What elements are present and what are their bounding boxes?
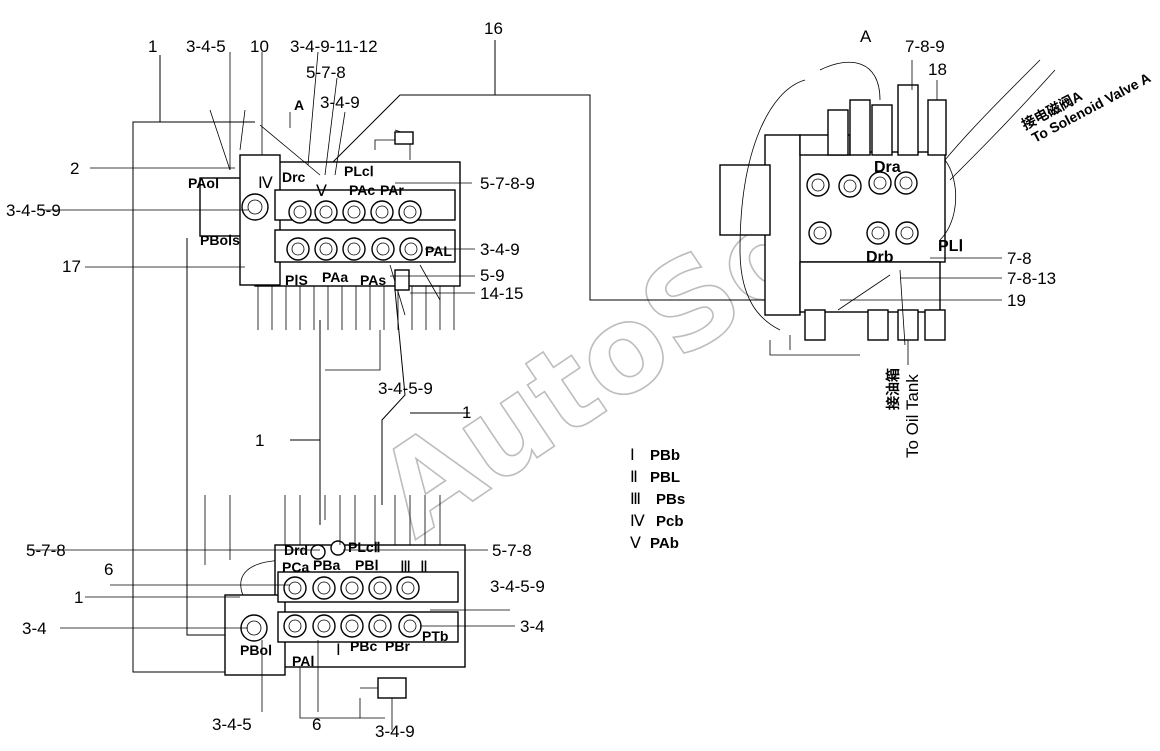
callout-7-8-9: 7-8-9 — [905, 37, 945, 56]
callout-3-4-left: 3-4 — [22, 619, 47, 638]
oil-tank-label-en: To Oil Tank — [903, 374, 922, 458]
callout-3-4-5-9-left: 3-4-5-9 — [6, 201, 61, 220]
legend-numeral-4: Ⅳ — [630, 513, 645, 530]
port-pbr: PBr — [385, 638, 410, 654]
leader-lines — [30, 51, 1002, 712]
port-pis: PⅠS — [285, 272, 308, 288]
port-v-top: Ⅴ — [316, 183, 327, 200]
callout-3-4-9-bottom: 3-4-9 — [375, 722, 415, 741]
port-par: PAr — [380, 182, 404, 198]
callout-1-low: 1 — [74, 588, 83, 607]
callout-2: 2 — [70, 159, 79, 178]
oil-tank-label-cn: 接油箱 — [885, 368, 901, 410]
callout-1-top: 1 — [148, 37, 157, 56]
port-paa: PAa — [322, 269, 348, 285]
callout-5-7-8-low-left: 5-7-8 — [26, 541, 66, 560]
port-pal: PAL — [425, 243, 452, 259]
port-pli: PLⅠ — [938, 238, 963, 255]
port-plcii: PLcⅡ — [348, 539, 381, 555]
callout-3-4-5-9-low: 3-4-5-9 — [490, 577, 545, 596]
port-pboi: PBoⅠ — [240, 642, 272, 658]
legend-label-2: PBL — [650, 469, 680, 486]
callout-14-15: 14-15 — [480, 284, 523, 303]
main-control-valve-view-a — [719, 59, 1056, 365]
port-dra: Dra — [874, 159, 901, 176]
callout-3-4-9-top: 3-4-9 — [320, 93, 360, 112]
port-i-low: Ⅰ — [336, 642, 341, 659]
callout-5-7-8-9: 5-7-8-9 — [480, 174, 535, 193]
legend-numeral-1: Ⅰ — [630, 447, 635, 464]
port-plci: PLcⅠ — [344, 163, 374, 179]
legend-numeral-2: Ⅱ — [630, 469, 638, 486]
callout-3-4-5-top: 3-4-5 — [186, 37, 226, 56]
callout-1-mid-right: 1 — [462, 403, 471, 422]
port-pbi: PBⅠ — [355, 557, 379, 573]
view-a-title: A — [860, 27, 872, 46]
legend-label-4: Pcb — [656, 513, 684, 530]
callout-7-8-13: 7-8-13 — [1007, 269, 1056, 288]
port-drc: Drc — [282, 169, 306, 185]
callout-3-4-9-right: 3-4-9 — [480, 240, 520, 259]
legend-label-5: PAb — [650, 535, 679, 552]
lower-valve-block — [204, 495, 466, 730]
callout-5-9: 5-9 — [480, 266, 505, 285]
port-pca: PCa — [282, 559, 309, 575]
port-paoi: PAoⅠ — [188, 175, 219, 191]
port-labels: PAoⅠ PBoⅠs Ⅳ Drc Ⅴ PLcⅠ PAc PAr PAL PⅠS … — [188, 159, 963, 669]
callout-3-4-9-11-12: 3-4-9-11-12 — [290, 37, 378, 56]
callout-17: 17 — [62, 257, 81, 276]
port-pac: PAc — [349, 182, 375, 198]
port-drd: Drd — [284, 542, 308, 558]
legend-numeral-5: Ⅴ — [630, 535, 641, 552]
callout-5-7-8-low-right: 5-7-8 — [492, 541, 532, 560]
port-pba: PBa — [313, 557, 340, 573]
callout-6-bottom: 6 — [312, 715, 321, 734]
port-legend: Ⅰ PBb Ⅱ PBL Ⅲ PBs Ⅳ Pcb Ⅴ PAb — [630, 447, 685, 552]
port-pas: PAs — [360, 272, 386, 288]
port-pai: PAⅠ — [292, 653, 315, 669]
callout-19: 19 — [1007, 291, 1026, 310]
callout-3-4-right: 3-4 — [520, 617, 545, 636]
legend-label-3: PBs — [656, 491, 685, 508]
port-iv-top: Ⅳ — [258, 175, 273, 192]
callout-18: 18 — [928, 60, 947, 79]
callout-3-4-5-9-mid: 3-4-5-9 — [378, 379, 433, 398]
callout-10: 10 — [250, 37, 269, 56]
port-iii: Ⅲ — [400, 559, 411, 576]
port-ii: Ⅱ — [420, 559, 428, 576]
port-pbois: PBoⅠs — [200, 232, 240, 248]
port-pbc: PBc — [350, 638, 377, 654]
callout-3-4-5-bottom: 3-4-5 — [212, 715, 252, 734]
part-callouts: 1 3-4-5 10 3-4-9-11-12 16 5-7-8 A 3-4-9 … — [6, 19, 1056, 741]
port-drb: Drb — [866, 249, 894, 266]
legend-numeral-3: Ⅲ — [630, 491, 641, 508]
callout-5-7-8-top: 5-7-8 — [306, 63, 346, 82]
callout-1-mid-left: 1 — [255, 431, 264, 450]
callout-7-8: 7-8 — [1007, 249, 1032, 268]
legend-label-1: PBb — [650, 447, 680, 464]
upper-valve-block — [199, 109, 461, 330]
callout-16: 16 — [484, 19, 503, 38]
port-ptb: PTb — [422, 628, 448, 644]
view-a-arrow-label: A — [294, 97, 304, 113]
callout-6-left: 6 — [104, 560, 113, 579]
